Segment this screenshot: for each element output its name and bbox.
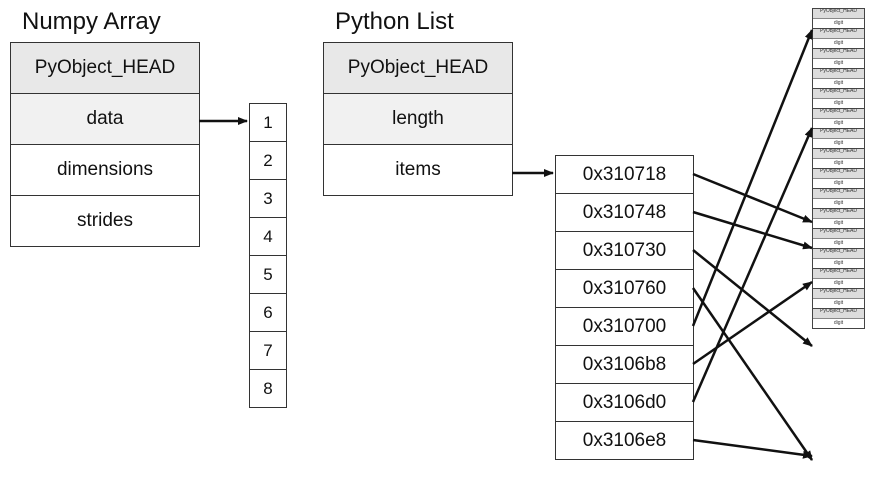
object-head: PyObject_HEAD — [813, 229, 864, 239]
object-pointer-arrow — [691, 29, 814, 327]
object-head: PyObject_HEAD — [813, 249, 864, 259]
object-pointer-arrow — [692, 280, 813, 366]
pointer-cell: 0x310760 — [556, 270, 693, 308]
buffer-value: 4 — [250, 218, 286, 256]
object-value: digit — [833, 180, 844, 186]
buffer-value: 6 — [250, 294, 286, 332]
object-pointer-arrow — [691, 287, 814, 461]
object-head: PyObject_HEAD — [813, 29, 864, 39]
object-pointer-arrow — [692, 438, 813, 459]
object-value: digit — [833, 80, 844, 86]
object-value: digit — [833, 100, 844, 106]
object-head: PyObject_HEAD — [813, 289, 864, 299]
numpy-dimensions-field: dimensions — [11, 145, 199, 196]
pointer-cell: 0x310730 — [556, 232, 693, 270]
pointer-cell: 0x310700 — [556, 308, 693, 346]
object-head: PyObject_HEAD — [813, 149, 864, 159]
numpy-data-buffer: 1 2 3 4 5 6 7 8 — [249, 103, 287, 408]
numpy-array-struct: PyObject_HEAD data dimensions strides — [10, 42, 200, 247]
object-value: digit — [833, 260, 844, 266]
object-value: digit — [833, 220, 844, 226]
pointer-cell: 0x3106e8 — [556, 422, 693, 460]
pointer-cell: 0x310748 — [556, 194, 693, 232]
object-value: digit — [833, 60, 844, 66]
object-pointer-arrow — [692, 172, 813, 224]
object-head: PyObject_HEAD — [813, 9, 864, 19]
object-value: digit — [833, 200, 844, 206]
object-head: PyObject_HEAD — [813, 309, 864, 319]
pointer-cell: 0x310718 — [556, 156, 693, 194]
list-pointer-array: 0x310718 0x310748 0x310730 0x310760 0x31… — [555, 155, 694, 460]
python-list-title: Python List — [335, 8, 454, 35]
numpy-pyobject-head: PyObject_HEAD — [11, 43, 199, 94]
object-head: PyObject_HEAD — [813, 169, 864, 179]
buffer-value: 1 — [250, 104, 286, 142]
buffer-value: 7 — [250, 332, 286, 370]
object-value: digit — [833, 20, 844, 26]
numpy-array-title: Numpy Array — [22, 8, 161, 35]
object-pointer-arrow — [692, 210, 813, 250]
object-value: digit — [833, 160, 844, 166]
object-head: PyObject_HEAD — [813, 49, 864, 59]
object-head: PyObject_HEAD — [813, 89, 864, 99]
object-value: digit — [833, 300, 844, 306]
buffer-value: 3 — [250, 180, 286, 218]
object-head: PyObject_HEAD — [813, 69, 864, 79]
object-value: digit — [833, 120, 844, 126]
pointer-cell: 0x3106d0 — [556, 384, 693, 422]
object-head: PyObject_HEAD — [813, 189, 864, 199]
object-pointer-arrow — [691, 127, 814, 403]
python-list-struct: PyObject_HEAD length items — [323, 42, 513, 196]
numpy-data-field: data — [11, 94, 199, 145]
buffer-value: 8 — [250, 370, 286, 408]
object-head: PyObject_HEAD — [813, 109, 864, 119]
list-items-field: items — [324, 145, 512, 196]
pointer-cell: 0x3106b8 — [556, 346, 693, 384]
buffer-value: 5 — [250, 256, 286, 294]
object-value: digit — [833, 320, 844, 326]
object-head: PyObject_HEAD — [813, 209, 864, 219]
object-pointer-arrow — [692, 249, 813, 347]
object-head: PyObject_HEAD — [813, 269, 864, 279]
object-value: digit — [833, 40, 844, 46]
object-value: digit — [833, 280, 844, 286]
list-length-field: length — [324, 94, 512, 145]
numpy-strides-field: strides — [11, 196, 199, 247]
buffer-value: 2 — [250, 142, 286, 180]
object-value: digit — [833, 240, 844, 246]
object-value: digit — [833, 140, 844, 146]
object-head: PyObject_HEAD — [813, 129, 864, 139]
list-pyobject-head: PyObject_HEAD — [324, 43, 512, 94]
